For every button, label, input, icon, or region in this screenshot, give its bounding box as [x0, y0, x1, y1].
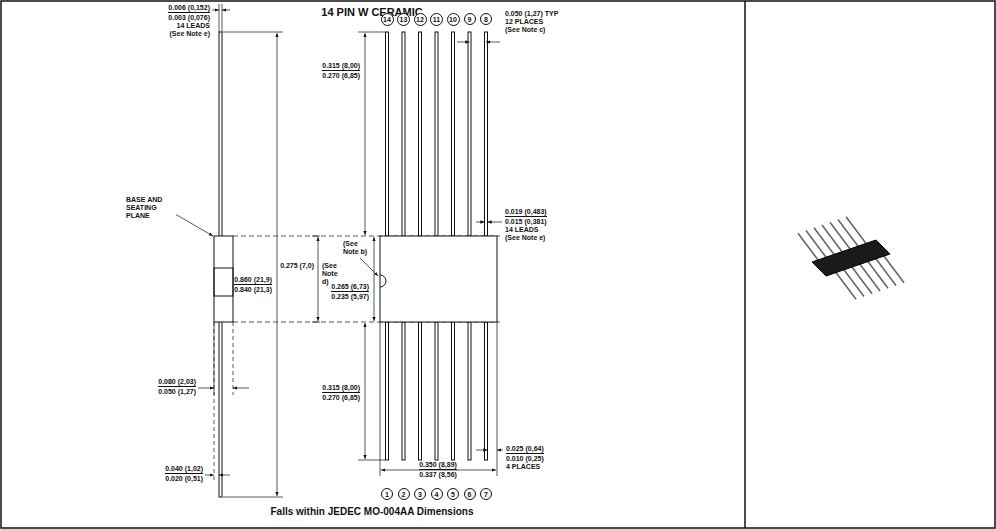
- pin-number-text: 10: [449, 16, 457, 23]
- pin-number: 10: [447, 13, 460, 26]
- pin-number: 12: [414, 13, 427, 26]
- lead-stroke: [835, 271, 856, 299]
- lead-stroke: [798, 233, 819, 261]
- pin-number: 13: [397, 13, 410, 26]
- dimension-label: 0.020 (0,51): [165, 475, 203, 483]
- lead-stroke: [814, 228, 835, 256]
- dimension-label: BASE AND SEATING PLANE: [126, 196, 176, 220]
- lead-stroke: [830, 222, 851, 250]
- pin-number: 2: [398, 488, 410, 500]
- dimension-label: 0.337 (8,56): [419, 471, 457, 479]
- pin-number: 14: [381, 13, 394, 26]
- pin-number-text: 13: [400, 16, 408, 23]
- pin-number-text: 6: [468, 491, 472, 498]
- dimension-label: 0.040 (1,02): [165, 465, 203, 474]
- dimension-label: 0.275 (7,0): [280, 262, 314, 270]
- lead-stroke: [843, 269, 864, 297]
- pin-number-text: 12: [416, 16, 424, 23]
- pin-number-text: 3: [418, 491, 422, 498]
- dimension-label: 14 LEADS: [177, 22, 210, 30]
- dimension-label: 0.270 (6,85): [322, 72, 360, 80]
- lead-stroke: [846, 217, 867, 245]
- pin-number: 3: [414, 488, 426, 500]
- side-view: [214, 32, 233, 497]
- pin-number-text: 8: [484, 16, 488, 23]
- dimension-label: 0.006 (0,152): [168, 4, 210, 13]
- dimension-label: 0.050 (1,27) TYP: [505, 10, 558, 18]
- lead-stroke: [867, 260, 888, 288]
- dimension-label: (See Note c): [505, 26, 545, 34]
- pin-number: 8: [480, 13, 492, 25]
- dimension-lines: [175, 10, 503, 496]
- pin-number-text: 2: [402, 491, 406, 498]
- pin-number: 11: [430, 13, 443, 26]
- pin-number: 7: [480, 488, 492, 500]
- pin-number: 9: [464, 13, 476, 25]
- extension-lines: [214, 4, 500, 497]
- pin-number-text: 5: [451, 491, 455, 498]
- caption: Falls within JEDEC MO-004AA Dimensions: [270, 506, 473, 517]
- dimension-label: 0.315 (8,00): [322, 384, 360, 393]
- package-photo: [798, 217, 904, 300]
- dimension-label: 0.350 (8,89): [419, 461, 457, 470]
- dimension-label: 0.050 (1,27): [158, 388, 196, 396]
- dimension-label: 12 PLACES: [505, 18, 543, 26]
- dimension-label: 0.015 (0,381): [505, 218, 547, 226]
- lead-stroke: [875, 258, 896, 286]
- dimension-label: 0.860 (21,9): [234, 276, 272, 285]
- pin-number: 5: [447, 488, 459, 500]
- pin-number: 4: [431, 488, 443, 500]
- lead-stroke: [806, 231, 827, 259]
- dimension-label: 4 PLACES: [506, 463, 540, 471]
- dimension-label: (See Note e): [170, 30, 210, 38]
- dimension-label: 0.270 (6,85): [322, 394, 360, 402]
- lead-stroke: [883, 255, 904, 283]
- lead-stroke: [838, 220, 859, 248]
- dimension-label: 0.019 (0,483): [505, 208, 547, 217]
- dimension-label: 0.010 (0,25): [506, 455, 544, 463]
- dimension-label: 0.315 (8,00): [322, 62, 360, 71]
- dimension-label: 0.003 (0,076): [168, 14, 210, 22]
- pin-number: 1: [381, 488, 393, 500]
- pin-number-text: 9: [468, 16, 472, 23]
- dimension-label: 14 LEADS: [505, 226, 538, 234]
- lead-stroke: [851, 266, 872, 294]
- pin-number-text: 11: [433, 16, 440, 23]
- dimension-label: 0.265 (6,73): [331, 283, 369, 292]
- dimension-label: 0.025 (0,64): [506, 445, 544, 454]
- dimension-label: 0.840 (21,3): [234, 286, 272, 294]
- pin-number: 6: [464, 488, 476, 500]
- top-view: [380, 32, 497, 460]
- pin-number-text: 14: [383, 16, 391, 23]
- dimension-label: (See Note e): [505, 234, 545, 242]
- lead-stroke: [859, 263, 880, 291]
- pin-number-text: 7: [484, 491, 488, 498]
- pin-number-text: 4: [435, 491, 439, 498]
- dimension-label: 0.080 (2,03): [158, 378, 196, 387]
- dimension-label: 0.235 (5,97): [331, 293, 369, 301]
- dimension-label: (See Note b): [343, 240, 369, 256]
- lead-stroke: [822, 225, 843, 253]
- pin-number-text: 1: [385, 491, 389, 498]
